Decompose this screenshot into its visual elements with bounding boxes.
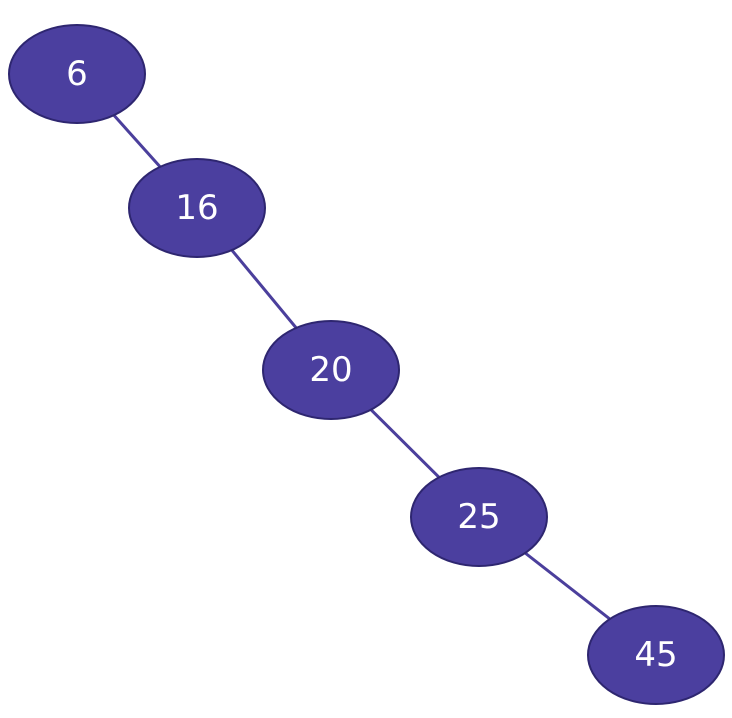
tree-node-6: 6 [8, 24, 146, 124]
tree-node-circle [410, 467, 548, 567]
tree-node-20: 20 [262, 320, 400, 420]
tree-node-label: 45 [634, 635, 677, 675]
tree-node-label: 6 [66, 54, 88, 94]
tree-node-circle [8, 24, 146, 124]
tree-node-25: 25 [410, 467, 548, 567]
tree-node-45: 45 [587, 605, 725, 705]
tree-node-circle [128, 158, 266, 258]
tree-node-label: 16 [175, 188, 218, 228]
tree-nodes: 6 16 20 25 45 [8, 24, 725, 705]
tree-node-label: 25 [457, 497, 500, 537]
tree-node-label: 20 [309, 350, 352, 390]
tree-node-circle [262, 320, 400, 420]
tree-node-circle [587, 605, 725, 705]
tree-node-16: 16 [128, 158, 266, 258]
